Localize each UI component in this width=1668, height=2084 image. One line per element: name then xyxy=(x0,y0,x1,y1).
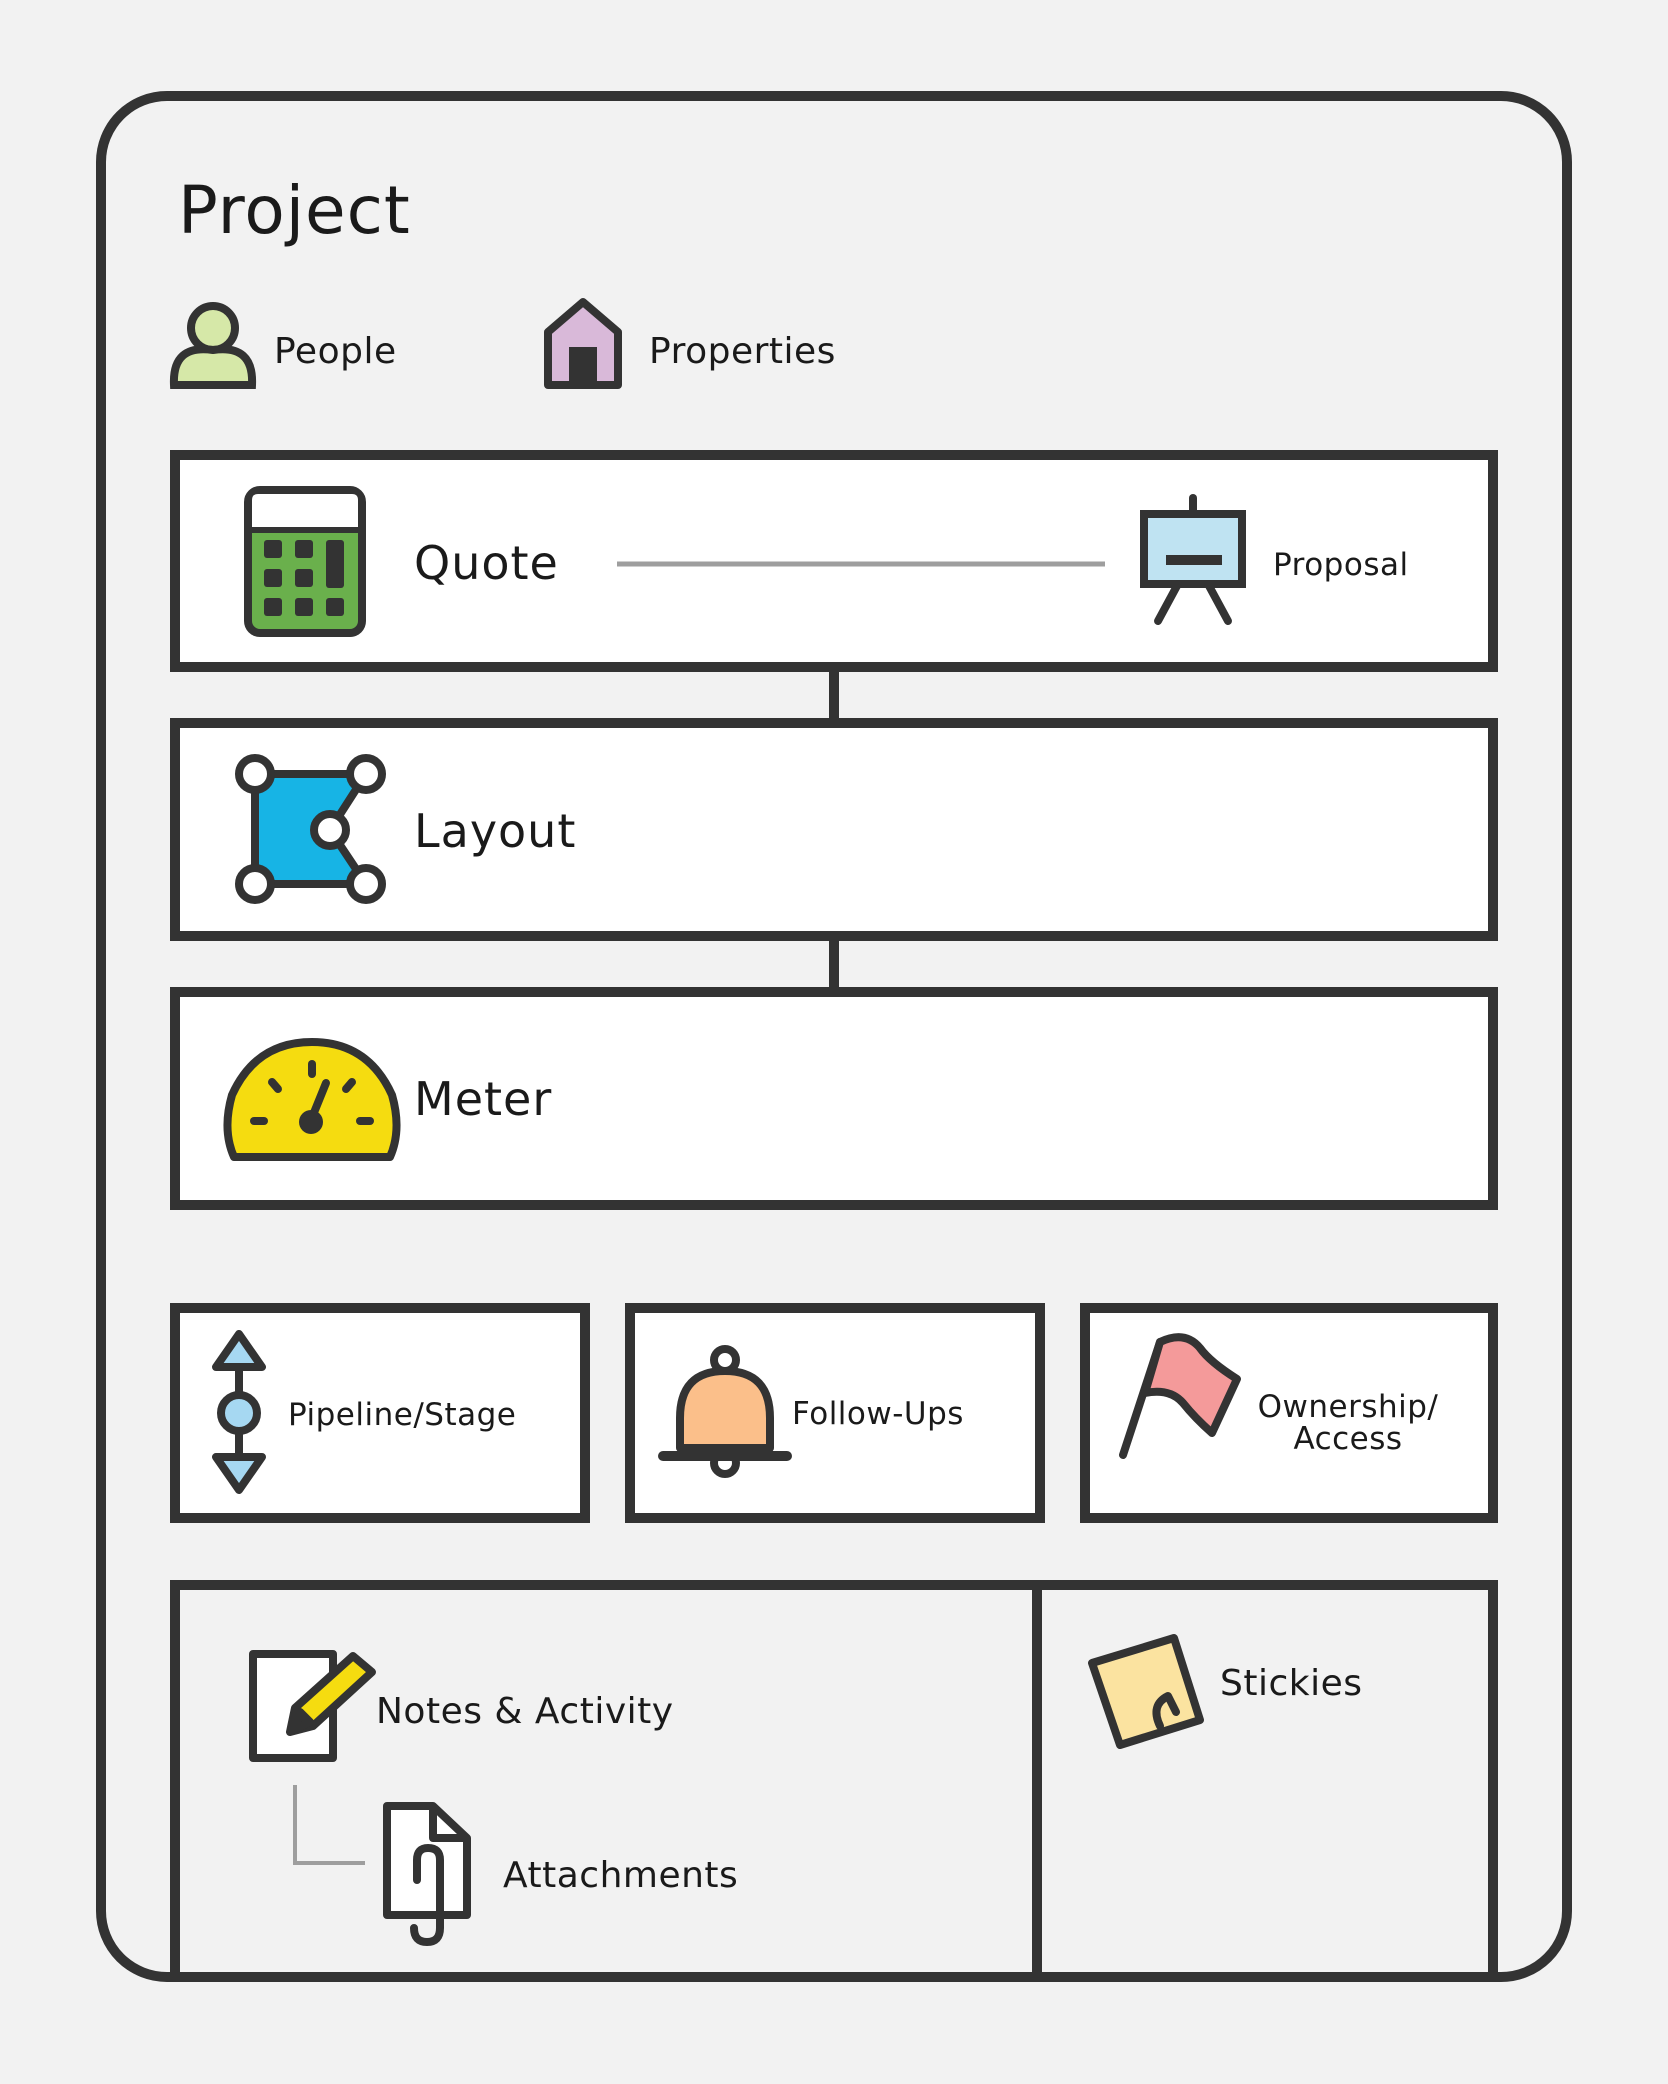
ownership-label-line2: Access xyxy=(1293,1421,1403,1457)
calculator-icon xyxy=(244,486,366,637)
pipeline-label: Pipeline/Stage xyxy=(288,1397,517,1433)
attachments-label: Attachments xyxy=(503,1855,739,1896)
vector-shape-icon xyxy=(235,754,386,904)
page-title: Project xyxy=(178,172,411,249)
bottom-section xyxy=(170,1580,1498,1977)
quote-label: Quote xyxy=(414,536,559,590)
arrows-up-down-icon xyxy=(212,1330,266,1494)
followups-label: Follow-Ups xyxy=(792,1396,964,1432)
people-link[interactable]: People xyxy=(274,331,397,372)
meter-label: Meter xyxy=(414,1072,553,1126)
sticky-note-icon xyxy=(1088,1634,1204,1749)
layout-label: Layout xyxy=(414,804,577,858)
properties-link[interactable]: Properties xyxy=(649,331,836,372)
bell-icon xyxy=(658,1345,792,1478)
stickies-label: Stickies xyxy=(1220,1663,1363,1704)
gauge-icon xyxy=(223,1038,401,1161)
notes-attachments-connector xyxy=(293,1785,365,1865)
flag-icon xyxy=(1119,1333,1241,1459)
ownership-label-line1: Ownership/ xyxy=(1257,1389,1439,1425)
ownership-tile xyxy=(1080,1303,1498,1523)
proposal-label: Proposal xyxy=(1273,547,1409,583)
person-icon xyxy=(169,302,257,389)
project-frame xyxy=(96,91,1572,1982)
file-paperclip-icon xyxy=(383,1802,471,1946)
layout-block xyxy=(170,718,1498,941)
notes-label: Notes & Activity xyxy=(376,1691,674,1732)
easel-icon xyxy=(1140,494,1246,625)
note-pencil-icon xyxy=(249,1650,376,1762)
house-icon xyxy=(544,298,622,389)
